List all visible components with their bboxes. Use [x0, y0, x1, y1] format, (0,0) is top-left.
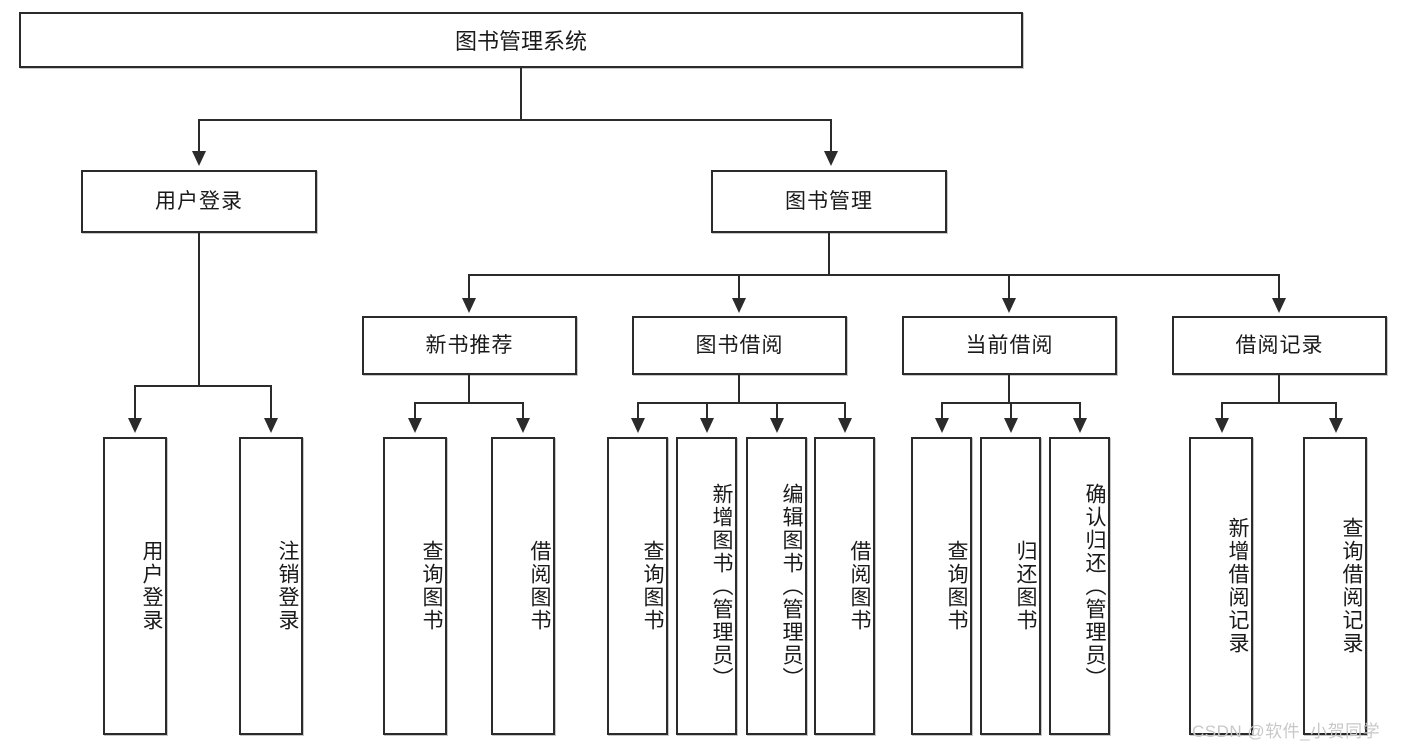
- arrow-book-borrow-to-leaf-4: [838, 418, 852, 433]
- edge-new-book-bus: [414, 402, 524, 404]
- arrow-book-management-to-book-borrow: [732, 298, 746, 313]
- node-label: 用户登录: [155, 189, 243, 213]
- node-label: 图书管理系统: [454, 29, 587, 54]
- node-user-login[interactable]: 用户登录: [81, 170, 317, 233]
- edge-borrow-record-to-leaf-1: [1221, 402, 1223, 418]
- arrow-root-to-user-login: [192, 151, 206, 166]
- edge-book-management-bus: [468, 274, 1280, 276]
- edge-current-borrow-stem: [1008, 375, 1010, 402]
- edge-borrow-record-bus: [1221, 402, 1337, 404]
- node-label: 注销登录: [276, 540, 299, 632]
- edge-new-book-to-leaf-1: [414, 402, 416, 418]
- node-label: 查询借阅记录: [1340, 517, 1363, 655]
- edge-root-to-user-login: [198, 119, 200, 151]
- edge-root-stem: [520, 68, 522, 119]
- node-label: 查询图书: [420, 540, 443, 632]
- edge-new-book-to-leaf-2: [522, 402, 524, 418]
- edge-book-management-to-book-borrow: [738, 274, 740, 298]
- node-leaf-borrow-book-recommend[interactable]: 借阅图书: [491, 437, 555, 735]
- arrow-book-management-to-new-book: [462, 298, 476, 313]
- edge-current-borrow-to-leaf-2: [1010, 402, 1012, 418]
- node-leaf-query-book-current[interactable]: 查询图书: [911, 437, 972, 735]
- edge-book-management-to-new-book: [468, 274, 470, 298]
- edge-new-book-stem: [468, 375, 470, 402]
- node-label: 新增图书（管理员）: [710, 482, 733, 690]
- node-label: 新增借阅记录: [1226, 517, 1249, 655]
- node-leaf-logout[interactable]: 注销登录: [239, 437, 303, 735]
- edge-root-bus: [198, 119, 832, 121]
- edge-book-borrow-stem: [738, 375, 740, 402]
- arrow-book-borrow-to-leaf-2: [700, 418, 714, 433]
- node-label: 查询图书: [641, 540, 664, 632]
- node-leaf-borrow-book[interactable]: 借阅图书: [814, 437, 875, 735]
- edge-book-borrow-to-leaf-3: [776, 402, 778, 418]
- arrow-user-login-to-leaf-2: [264, 418, 278, 433]
- edge-borrow-record-stem: [1278, 375, 1280, 402]
- edge-current-borrow-to-leaf-1: [941, 402, 943, 418]
- edge-current-borrow-to-leaf-3: [1079, 402, 1081, 418]
- node-book-borrow[interactable]: 图书借阅: [632, 316, 847, 375]
- node-current-borrow[interactable]: 当前借阅: [902, 316, 1117, 375]
- arrow-book-borrow-to-leaf-3: [770, 418, 784, 433]
- arrow-current-borrow-to-leaf-1: [935, 418, 949, 433]
- arrow-current-borrow-to-leaf-3: [1073, 418, 1087, 433]
- node-label: 确认归还（管理员）: [1083, 482, 1106, 690]
- arrow-current-borrow-to-leaf-2: [1004, 418, 1018, 433]
- node-label: 归还图书: [1014, 540, 1037, 632]
- arrow-borrow-record-to-leaf-1: [1215, 418, 1229, 433]
- node-leaf-return-book[interactable]: 归还图书: [980, 437, 1041, 735]
- node-leaf-add-borrow-record[interactable]: 新增借阅记录: [1189, 437, 1253, 735]
- node-root-book-management-system[interactable]: 图书管理系统: [19, 12, 1023, 68]
- arrow-book-borrow-to-leaf-1: [631, 418, 645, 433]
- node-leaf-query-book-recommend[interactable]: 查询图书: [383, 437, 447, 735]
- node-leaf-query-book-borrow[interactable]: 查询图书: [607, 437, 668, 735]
- node-leaf-edit-book-admin[interactable]: 编辑图书（管理员）: [746, 437, 807, 735]
- node-book-management[interactable]: 图书管理: [711, 170, 947, 233]
- edge-user-login-to-leaf-2: [270, 385, 272, 418]
- edge-book-borrow-to-leaf-4: [844, 402, 846, 418]
- node-label: 借阅图书: [848, 540, 871, 632]
- edge-root-to-book-management: [830, 119, 832, 151]
- edge-book-borrow-to-leaf-2: [706, 402, 708, 418]
- node-label: 当前借阅: [965, 333, 1054, 357]
- node-label: 图书借阅: [695, 333, 784, 357]
- edge-book-borrow-bus: [637, 402, 845, 404]
- csdn-watermark: CSDN @软件_小贺同学: [1192, 722, 1381, 741]
- node-leaf-query-borrow-record[interactable]: 查询借阅记录: [1303, 437, 1367, 735]
- node-label: 借阅记录: [1235, 333, 1324, 357]
- edge-book-management-stem: [828, 233, 830, 274]
- arrow-borrow-record-to-leaf-2: [1329, 418, 1343, 433]
- node-label: 查询图书: [945, 540, 968, 632]
- node-label: 编辑图书（管理员）: [780, 482, 803, 690]
- node-leaf-confirm-return-admin[interactable]: 确认归还（管理员）: [1049, 437, 1110, 735]
- arrow-user-login-to-leaf-1: [128, 418, 142, 433]
- edge-user-login-bus: [134, 385, 272, 387]
- arrow-root-to-book-management: [824, 151, 838, 166]
- node-leaf-user-login[interactable]: 用户登录: [103, 437, 167, 735]
- arrow-book-management-to-current-borrow: [1002, 298, 1016, 313]
- edge-book-management-to-current-borrow: [1008, 274, 1010, 298]
- arrow-new-book-to-leaf-2: [516, 418, 530, 433]
- node-borrow-record[interactable]: 借阅记录: [1172, 316, 1387, 375]
- edge-user-login-to-leaf-1: [134, 385, 136, 418]
- node-label: 借阅图书: [528, 540, 551, 632]
- node-leaf-add-book-admin[interactable]: 新增图书（管理员）: [676, 437, 737, 735]
- node-new-book-recommend[interactable]: 新书推荐: [362, 316, 577, 375]
- arrow-book-management-to-borrow-record: [1272, 298, 1286, 313]
- node-label: 用户登录: [140, 540, 163, 632]
- edge-user-login-stem: [198, 233, 200, 385]
- edge-book-borrow-to-leaf-1: [637, 402, 639, 418]
- edge-borrow-record-to-leaf-2: [1335, 402, 1337, 418]
- node-label: 新书推荐: [425, 333, 514, 357]
- edge-book-management-to-borrow-record: [1278, 274, 1280, 298]
- node-label: 图书管理: [785, 189, 873, 213]
- arrow-new-book-to-leaf-1: [408, 418, 422, 433]
